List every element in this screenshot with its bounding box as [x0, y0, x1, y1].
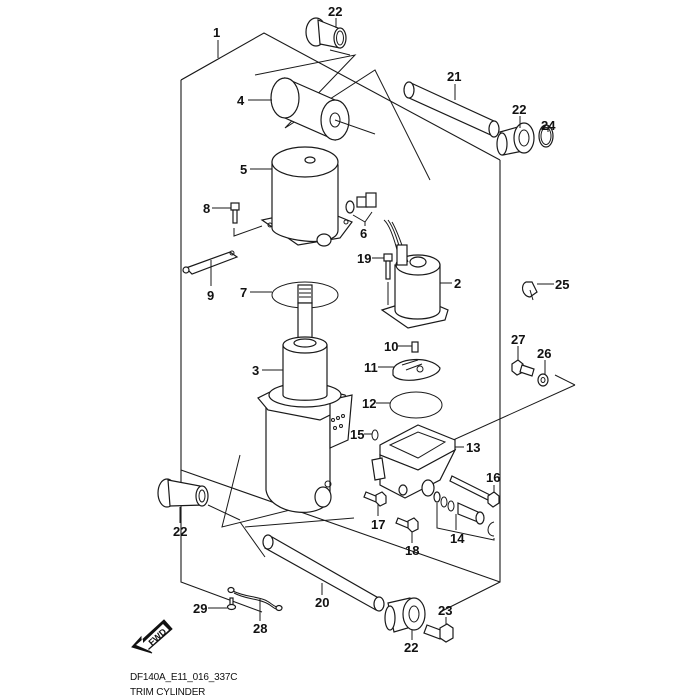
callout-18[interactable]: 18	[405, 543, 419, 558]
part-25-clamp[interactable]	[521, 281, 538, 301]
callout-12[interactable]: 12	[362, 396, 376, 411]
part-23-bolt[interactable]	[423, 623, 454, 643]
part-8-bolt[interactable]	[230, 202, 263, 237]
callout-22-right[interactable]: 22	[512, 102, 526, 117]
callout-28[interactable]: 28	[253, 621, 267, 636]
part-13-pump-housing[interactable]	[371, 424, 457, 499]
callout-5[interactable]: 5	[240, 162, 247, 177]
part-26-washer[interactable]	[537, 373, 549, 387]
callout-25[interactable]: 25	[555, 277, 569, 292]
callout-14[interactable]: 14	[450, 531, 465, 546]
fwd-arrow-icon: FWD	[131, 619, 173, 654]
part-18-bolt[interactable]	[395, 517, 419, 533]
callout-7[interactable]: 7	[240, 285, 247, 300]
callout-3[interactable]: 3	[252, 363, 259, 378]
callout-13[interactable]: 13	[466, 440, 480, 455]
part-11-pump[interactable]	[392, 359, 441, 381]
part-20-lower-pin[interactable]	[262, 534, 385, 612]
part-24-circlip[interactable]	[538, 124, 554, 148]
callout-11[interactable]: 11	[364, 360, 378, 375]
leader-lines	[179, 18, 554, 640]
part-9-lead-wire[interactable]	[182, 250, 239, 275]
callout-19[interactable]: 19	[357, 251, 371, 266]
part-22-bushing-bottom[interactable]	[384, 597, 426, 633]
part-22-bushing-left[interactable]	[157, 478, 209, 508]
part-2-trim-motor[interactable]	[380, 219, 449, 329]
callout-6[interactable]: 6	[360, 226, 367, 241]
callout-29[interactable]: 29	[193, 601, 207, 616]
callout-15[interactable]: 15	[350, 427, 364, 442]
callout-22-top[interactable]: 22	[328, 4, 342, 19]
callout-16[interactable]: 16	[486, 470, 500, 485]
callout-1[interactable]: 1	[213, 25, 220, 40]
part-22-bushing-right[interactable]	[496, 122, 535, 156]
callout-8[interactable]: 8	[203, 201, 210, 216]
callout-27[interactable]: 27	[511, 332, 525, 347]
part-12-o-ring[interactable]	[389, 391, 443, 419]
part-5-reservoir[interactable]	[260, 146, 353, 247]
part-29-bolt[interactable]	[226, 597, 237, 611]
part-17-bolt[interactable]	[363, 491, 387, 507]
callout-22-bottom[interactable]: 22	[404, 640, 418, 655]
callout-23[interactable]: 23	[438, 603, 452, 618]
part-28-ground-wire[interactable]	[227, 586, 283, 612]
callout-21[interactable]: 21	[447, 69, 461, 84]
part-22-bushing-top[interactable]	[305, 17, 347, 49]
part-4-bushing[interactable]	[270, 77, 376, 141]
part-10-valve[interactable]	[411, 341, 419, 353]
callout-20[interactable]: 20	[315, 595, 329, 610]
callout-24[interactable]: 24	[541, 118, 556, 133]
assembly-outline	[180, 32, 576, 613]
part-3-cylinder[interactable]	[257, 336, 353, 513]
callout-2[interactable]: 2	[454, 276, 461, 291]
drawing-code: DF140A_E11_016_337C	[130, 672, 238, 683]
part-14-manual-valve-set[interactable]	[433, 491, 495, 541]
callout-9[interactable]: 9	[207, 288, 214, 303]
callout-4[interactable]: 4	[237, 93, 245, 108]
part-27-bolt[interactable]	[511, 359, 535, 377]
callout-26[interactable]: 26	[537, 346, 551, 361]
part-6-plug-set[interactable]	[345, 192, 377, 223]
diagram-title: TRIM CYLINDER	[130, 687, 206, 698]
callout-10[interactable]: 10	[384, 339, 398, 354]
part-21-upper-pin[interactable]	[403, 81, 500, 138]
part-15-o-ring[interactable]	[371, 429, 379, 441]
part-16-bolt[interactable]	[449, 475, 500, 508]
callout-22-left[interactable]: 22	[173, 524, 187, 539]
callout-17[interactable]: 17	[371, 517, 385, 532]
piston-rod	[297, 284, 313, 341]
callout-labels: 1 22 4 21 22 24 5 8 6 9 7 19 2 25 3 27 2…	[173, 4, 569, 655]
part-19-bolt[interactable]	[383, 253, 393, 305]
